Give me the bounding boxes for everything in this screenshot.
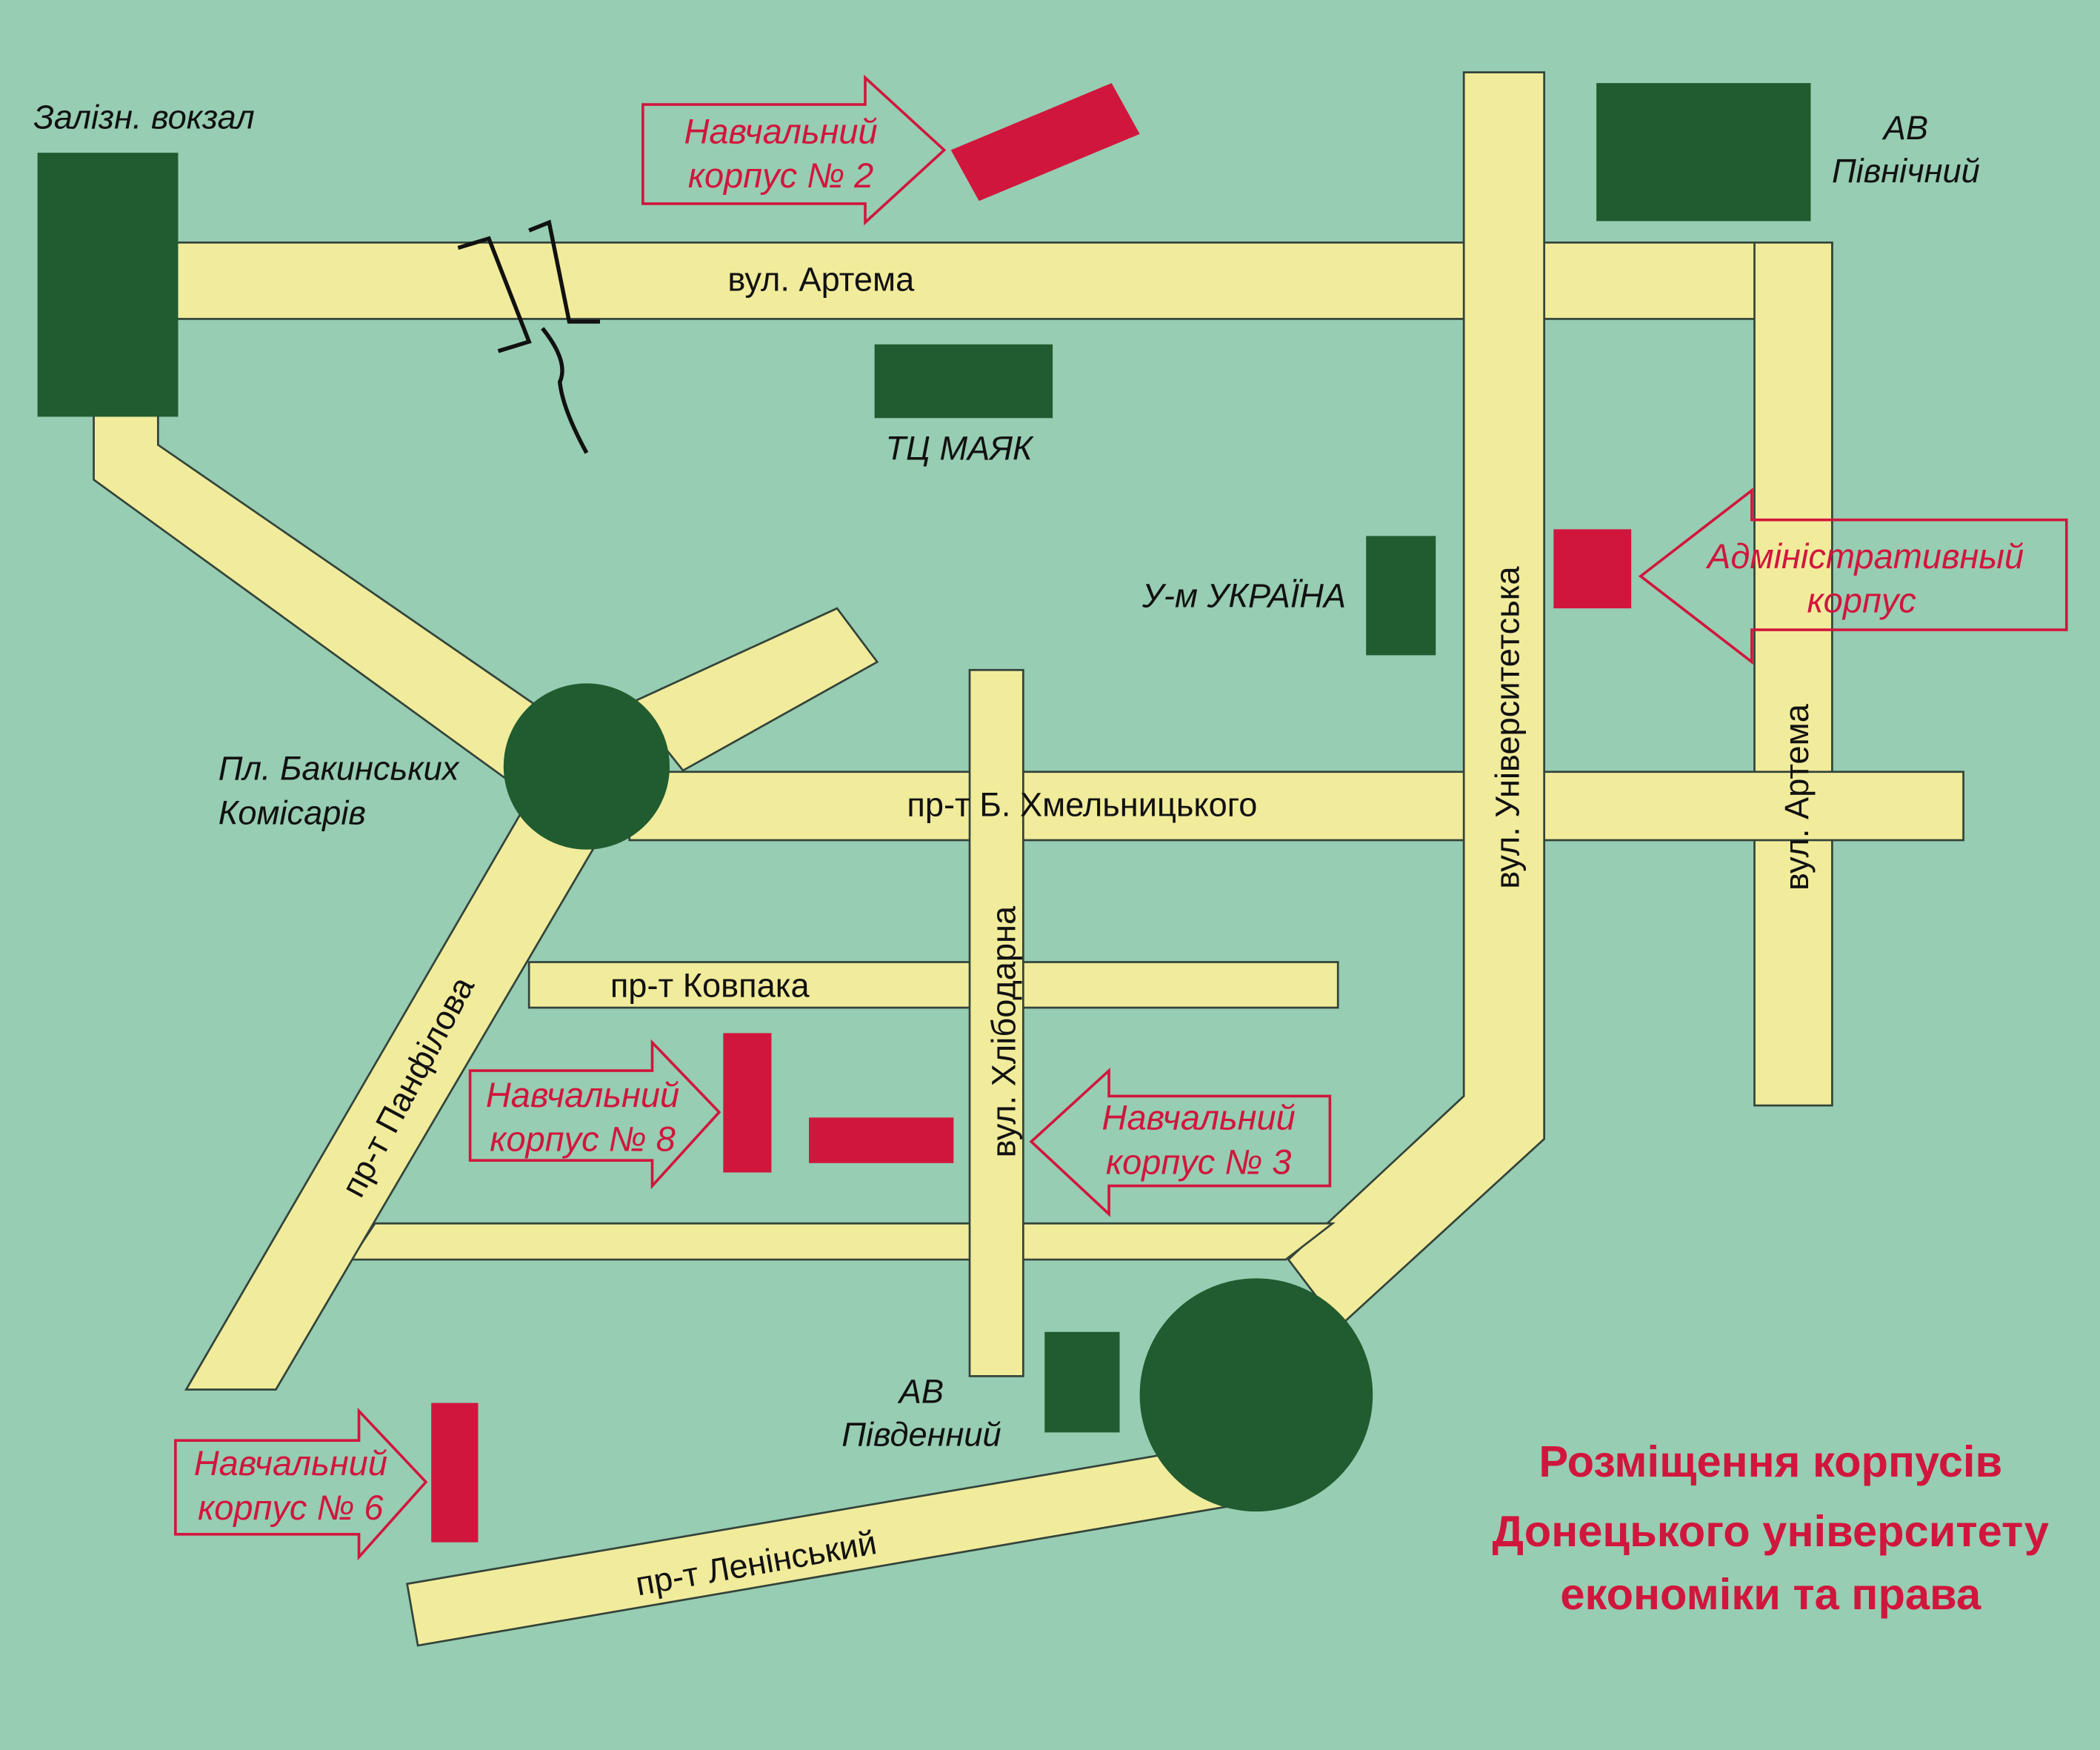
campus-building-6: [431, 1403, 479, 1543]
campus-building-3: [809, 1117, 954, 1163]
campus-buildings: [431, 83, 1632, 1543]
bus-north-label-2: Північний: [1832, 152, 1980, 190]
street-artema-right-label: вул. Артема: [1778, 703, 1816, 891]
street-artema-top-label: вул. Артема: [727, 260, 915, 298]
arrow-building-2: [641, 74, 947, 226]
square-label-1: Пл. Бакинських: [219, 750, 460, 788]
intersection-cover: [970, 963, 1022, 1007]
landmark-labels: Залізн. вокзал АВ Північний ТЦ МАЯК У-м …: [33, 99, 1980, 1454]
street-panfilova-label: пр-т Панфілова: [334, 970, 482, 1203]
street-khlibodarna-label: вул. Хлібодарна: [984, 905, 1022, 1157]
street-kovpaka-label: пр-т Ковпака: [610, 967, 810, 1005]
arrow-building-8: [468, 1039, 721, 1190]
building3-label-2: корпус № 3: [1106, 1142, 1291, 1181]
road-lower-horizontal: [349, 1222, 1336, 1261]
campus-building-2: [950, 83, 1140, 202]
store-building: [1366, 536, 1436, 656]
intersection-cover: [1464, 244, 1543, 318]
intersection-cover: [1464, 773, 1543, 839]
bus-south-label-1: АВ: [897, 1373, 944, 1411]
arrow-building-6: [174, 1407, 428, 1561]
bus-south-label-2: Південний: [841, 1415, 1001, 1453]
railway-bridge: [457, 219, 600, 454]
square-roundabout: [503, 683, 670, 850]
building6-label-1: Навчальний: [194, 1443, 387, 1483]
road-kovpaka: [527, 961, 1339, 1009]
intersection-cover: [1756, 244, 1831, 318]
intersection-cover: [1756, 773, 1831, 839]
street-universytetska-label: вул. Університетська: [1488, 565, 1526, 888]
road-artema-top: [176, 241, 1833, 320]
arrows: [174, 74, 2068, 1561]
arrow-admin: [1638, 488, 2068, 665]
title-line-2: Донецького університету: [1493, 1506, 2049, 1556]
buildings: [37, 83, 1811, 1512]
bus-station-north-building: [1596, 83, 1811, 222]
railway-bridge-right: [528, 219, 600, 324]
arrow-building-3: [1029, 1067, 1332, 1217]
admin-label-1: Адміністративный: [1705, 536, 2024, 576]
road-khmelnytskoho: [628, 771, 1964, 842]
mall-building: [874, 344, 1053, 419]
intersection-cover: [970, 1225, 1022, 1259]
building6-label-2: корпус № 6: [198, 1488, 384, 1527]
mall-label: ТЦ МАЯК: [885, 429, 1034, 467]
railway-station-label: Залізн. вокзал: [33, 99, 254, 136]
street-khmelnytskoho-label: пр-т Б. Хмельницького: [907, 785, 1257, 823]
railway-bridge-left: [457, 236, 532, 353]
road-artema-right: [1753, 241, 1833, 1107]
railway-station-building: [37, 153, 179, 417]
building3-label-1: Навчальний: [1102, 1098, 1296, 1137]
south-roundabout: [1139, 1278, 1373, 1512]
roads: [93, 71, 1964, 1647]
map-title: Розміщення корпусів Донецького університ…: [1493, 1437, 2049, 1619]
admin-label-2: корпус: [1807, 581, 1916, 620]
campus-labels: Навчальний корпус № 2 Адміністративный к…: [194, 112, 2024, 1527]
building2-label-2: корпус № 2: [688, 156, 873, 195]
railway-track: [541, 327, 589, 454]
road-station-diagonal: [93, 414, 564, 793]
bus-north-label-1: АВ: [1881, 109, 1928, 147]
title-line-3: економіки та права: [1560, 1569, 1981, 1619]
building8-label-1: Навчальний: [486, 1075, 679, 1114]
square-label-2: Комісарів: [219, 794, 366, 831]
intersection-cover: [970, 773, 1022, 839]
bus-station-south-building: [1044, 1331, 1120, 1433]
building2-label-1: Навчальний: [684, 112, 877, 151]
building8-label-2: корпус № 8: [490, 1119, 675, 1159]
campus-building-8: [723, 1033, 772, 1173]
store-label: У-м УКРАЇНА: [1141, 576, 1346, 614]
title-line-1: Розміщення корпусів: [1539, 1437, 2002, 1486]
campus-admin: [1553, 529, 1632, 609]
